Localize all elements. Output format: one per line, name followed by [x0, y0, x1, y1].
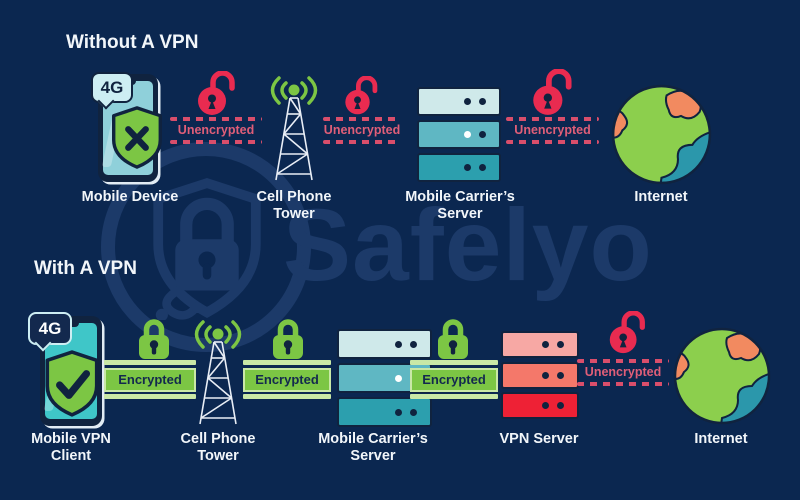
cell-tower-icon — [270, 76, 318, 181]
encrypted-link: Encrypted — [243, 360, 331, 399]
server-stack-red-icon — [501, 331, 579, 419]
unencrypted-link: Unencrypted — [170, 117, 262, 144]
server-unit — [417, 87, 501, 116]
dashed-line — [323, 140, 401, 144]
encrypted-link: Encrypted — [410, 360, 498, 399]
cell-tower-label: Cell Phone Tower — [256, 189, 332, 223]
badge-text: 4G — [38, 318, 62, 338]
server-unit — [417, 153, 501, 182]
shield-check-icon — [45, 350, 99, 417]
dashed-line — [577, 382, 669, 386]
link-label: Unencrypted — [514, 123, 591, 137]
unencrypted-link: Unencrypted — [577, 359, 669, 386]
server-stack-icon — [417, 87, 501, 182]
dashed-line — [577, 359, 669, 363]
tunnel-rail — [104, 394, 196, 399]
server-unit — [337, 329, 432, 359]
row1-title: Without A VPN — [66, 32, 199, 53]
link-label: Unencrypted — [584, 365, 662, 379]
shield-cross-icon — [112, 106, 162, 169]
link-label: Encrypted — [410, 367, 498, 392]
open-padlock-icon — [345, 76, 378, 115]
server-unit — [417, 120, 501, 149]
link-label: Unencrypted — [323, 123, 401, 137]
cell-tower-icon — [194, 320, 242, 425]
server-unit — [501, 361, 579, 389]
server-unit — [501, 331, 579, 358]
carrier-server-label: Mobile Carrier’s Server — [405, 189, 515, 223]
server-unit — [501, 392, 579, 419]
dashed-line — [506, 117, 599, 121]
tunnel-rail — [410, 394, 498, 399]
open-padlock-icon — [533, 69, 572, 115]
signal-4g-badge: 4G — [28, 312, 72, 352]
closed-padlock-icon — [438, 319, 468, 359]
server-unit — [337, 397, 432, 427]
cell-tower-label: Cell Phone Tower — [180, 431, 256, 465]
open-padlock-icon — [609, 311, 645, 354]
mobile-vpn-client-label: Mobile VPN Client — [31, 431, 111, 465]
globe-icon — [673, 327, 771, 425]
closed-padlock-icon — [139, 319, 169, 359]
row2-title: With A VPN — [34, 258, 137, 279]
link-label: Encrypted — [243, 367, 331, 392]
dashed-line — [170, 117, 262, 121]
unencrypted-link: Unencrypted — [506, 117, 599, 144]
link-label: Encrypted — [104, 367, 196, 392]
watermark-brand-text: Safelyo — [283, 188, 653, 302]
vpn-server-label: VPN Server — [499, 431, 579, 447]
badge-text: 4G — [100, 77, 124, 97]
link-label: Unencrypted — [177, 123, 255, 137]
unencrypted-link: Unencrypted — [323, 117, 401, 144]
internet-label: Internet — [694, 431, 748, 447]
globe-icon — [611, 84, 712, 185]
watermark-shield-lock-icon — [153, 178, 261, 320]
dashed-line — [170, 140, 262, 144]
tunnel-rail — [410, 360, 498, 365]
mobile-device-label: Mobile Device — [81, 189, 179, 205]
tunnel-rail — [243, 360, 331, 365]
encrypted-link: Encrypted — [104, 360, 196, 399]
tunnel-rail — [243, 394, 331, 399]
carrier-server-label: Mobile Carrier’s Server — [318, 431, 428, 465]
dashed-line — [506, 140, 599, 144]
tunnel-rail — [104, 360, 196, 365]
signal-4g-badge: 4G — [91, 72, 133, 110]
internet-label: Internet — [634, 189, 688, 205]
open-padlock-icon — [198, 71, 235, 115]
dashed-line — [323, 117, 401, 121]
closed-padlock-icon — [273, 319, 303, 359]
